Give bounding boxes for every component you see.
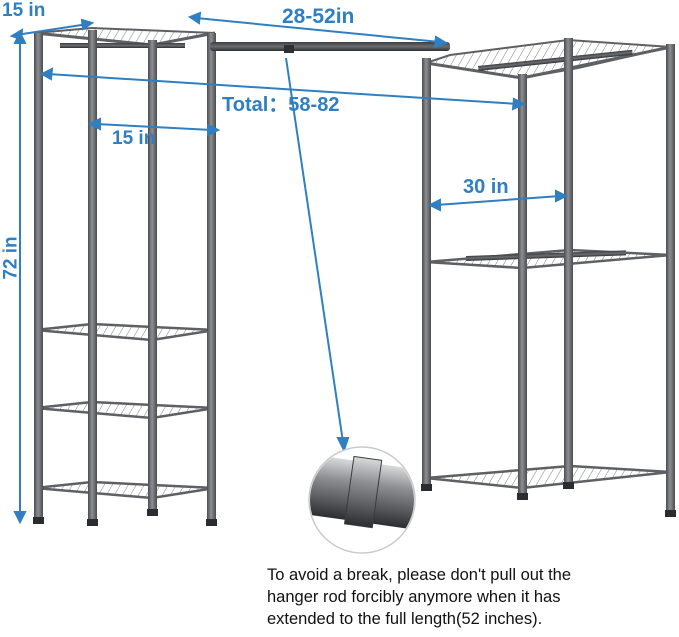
extendable-hanger-rod	[210, 42, 450, 51]
dimension-arrows	[9, 11, 569, 525]
left-lower-shelves	[34, 322, 216, 500]
warning-note: To avoid a break, please don't pull out …	[267, 564, 667, 630]
inner-width-label: 15 in	[112, 128, 156, 149]
depth-label: 15 in	[2, 0, 46, 21]
total-prefix: Total：	[222, 94, 289, 116]
total-length-label: Total：58-82	[222, 88, 339, 117]
left-poles	[33, 30, 217, 526]
rod-joint-zoom	[308, 446, 416, 554]
height-label: 72 in	[0, 236, 22, 280]
note-line-2: hanger rod forcibly anymore when it has	[267, 588, 561, 606]
note-line-3: extended to the full length(52 inches).	[267, 610, 543, 628]
right-shelf-tower	[421, 38, 676, 517]
right-poles	[421, 38, 676, 517]
left-shelf-tower	[33, 26, 217, 526]
right-width-label: 30 in	[463, 176, 509, 198]
right-hanger-rod	[478, 49, 633, 71]
right-bottom-shelf	[425, 464, 672, 490]
total-range: 58-82	[288, 94, 340, 116]
rod-range-label: 28-52in	[282, 5, 355, 28]
note-line-1: To avoid a break, please don't pull out …	[267, 566, 572, 584]
left-hanger-rod	[60, 43, 185, 48]
